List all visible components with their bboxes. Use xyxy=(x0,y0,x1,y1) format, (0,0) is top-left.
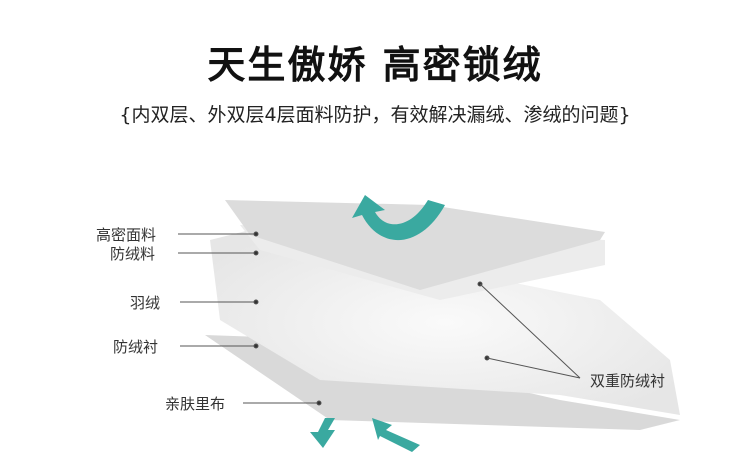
subtitle: {内双层、外双层4层面料防护，有效解决漏绒、渗绒的问题} xyxy=(119,104,631,126)
down-arrow-icon xyxy=(310,418,335,448)
label-downproof-fabric: 防绒料 xyxy=(110,245,156,263)
label-skin-lining: 亲肤里布 xyxy=(165,395,226,413)
up-arrow-icon-bottom xyxy=(372,418,420,452)
label-down: 羽绒 xyxy=(130,294,161,312)
label-double-lining: 双重防绒衬 xyxy=(590,372,666,390)
label-outer-fabric: 高密面料 xyxy=(96,226,157,244)
down-layer xyxy=(210,230,680,415)
up-arrow-icon xyxy=(352,195,445,241)
outer-fabric-layer xyxy=(225,200,605,290)
label-downproof-lining: 防绒衬 xyxy=(113,338,159,356)
leader-lines xyxy=(178,231,581,406)
page-title: 天生傲娇 高密锁绒 xyxy=(207,43,543,87)
